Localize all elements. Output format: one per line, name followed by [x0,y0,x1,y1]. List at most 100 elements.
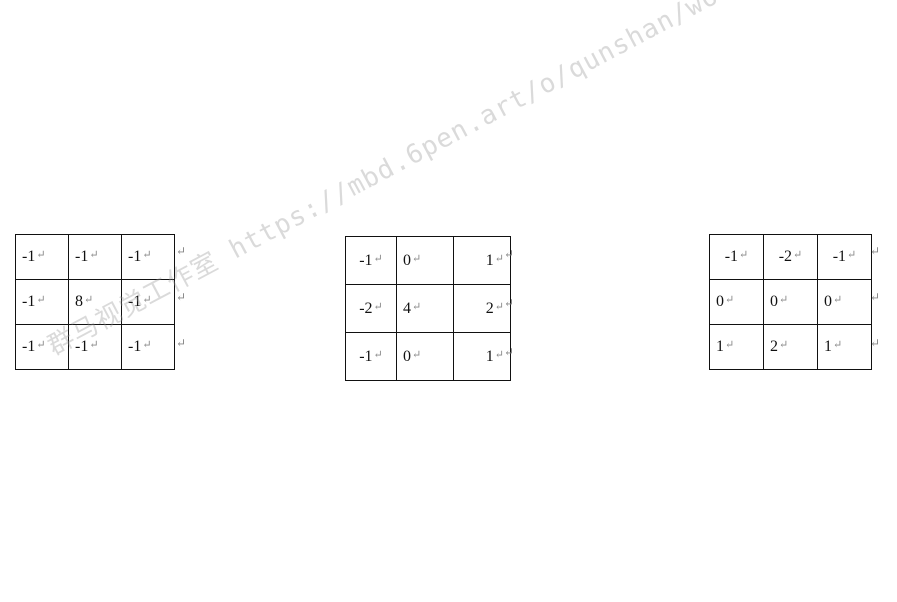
cell-value: 2 [770,338,778,355]
matrix-cell: -1↵ [68,234,122,280]
matrix-cell: -2↵ [763,234,818,280]
matrix-cell: -1↵ [709,234,764,280]
row-end-mark-icon: ↵ [870,244,881,258]
matrix-cell: 0↵ [396,236,454,285]
paragraph-mark-icon: ↵ [373,252,383,265]
cell-value: 1 [716,338,724,355]
paragraph-mark-icon: ↵ [494,348,504,361]
sobel-y-kernel-matrix: -1↵ -2↵ -1↵ 0↵ 0↵ 0↵ 1↵ 2↵ 1↵ [709,234,872,370]
cell-value: -1 [724,248,739,265]
cell-value: 0 [403,251,411,269]
matrix-row: -1↵ -2↵ -1↵ [709,234,872,280]
matrix-cell: 2↵ [763,324,818,370]
matrix-row: 1↵ 2↵ 1↵ [709,324,872,370]
paragraph-mark-icon: ↵ [412,300,422,313]
laplacian-kernel-matrix: -1↵ -1↵ -1↵ -1↵ 8↵ -1↵ -1↵ -1↵ -1↵ [15,234,175,370]
paragraph-mark-icon: ↵ [494,300,504,313]
paragraph-mark-icon: ↵ [779,294,789,306]
matrix-row: -1↵ -1↵ -1↵ [15,234,175,280]
cell-value: -1 [359,251,373,269]
paragraph-mark-icon: ↵ [142,294,152,306]
matrix-cell: 4↵ [396,284,454,333]
paragraph-mark-icon: ↵ [847,249,857,261]
paragraph-mark-icon: ↵ [36,249,46,261]
row-end-mark-icon: ↵ [870,336,881,350]
matrix-cell: 0↵ [817,279,872,325]
matrix-row: -1↵ -1↵ -1↵ [15,324,175,370]
cell-value: -2 [359,299,373,317]
matrix-cell: 1↵ [453,332,511,381]
cell-value: -1 [832,248,847,265]
matrix-cell: 1↵ [453,236,511,285]
matrix-cell: -1↵ [121,324,175,370]
cell-value: 0 [716,293,724,310]
paragraph-mark-icon: ↵ [739,249,749,261]
paragraph-mark-icon: ↵ [36,339,46,351]
cell-value: -1 [128,338,142,355]
cell-value: -1 [22,338,36,355]
cell-value: 4 [403,299,411,317]
paragraph-mark-icon: ↵ [89,249,99,261]
matrix-row: -1↵ 0↵ 1↵ [345,236,511,285]
row-end-mark-icon: ↵ [870,290,881,304]
cell-value: 2 [485,299,494,317]
cell-value: -1 [22,248,36,265]
cell-value: -1 [359,347,373,365]
matrix-cell: -1↵ [15,324,69,370]
matrix-cell: -1↵ [15,234,69,280]
cell-value: 1 [485,347,494,365]
matrix-cell: 1↵ [709,324,764,370]
paragraph-mark-icon: ↵ [89,339,99,351]
matrix-cell: -1↵ [345,332,397,381]
matrix-cell: 0↵ [709,279,764,325]
cell-value: 1 [485,251,494,269]
cell-value: -2 [778,248,793,265]
row-end-mark-icon: ↵ [176,290,187,304]
cell-value: -1 [75,248,89,265]
cell-value: 8 [75,293,83,310]
sobel-x-kernel-matrix: -1↵ 0↵ 1↵ -2↵ 4↵ 2↵ -1↵ 0↵ 1↵ [345,236,511,381]
matrix-row: -1↵ 0↵ 1↵ [345,332,511,381]
paragraph-mark-icon: ↵ [494,252,504,265]
matrix-cell: -1↵ [121,279,175,325]
cell-value: -1 [22,293,36,310]
matrix-row: -1↵ 8↵ -1↵ [15,279,175,325]
matrix-cell: -1↵ [817,234,872,280]
paragraph-mark-icon: ↵ [725,339,735,351]
matrix-cell: -1↵ [121,234,175,280]
cell-value: 0 [770,293,778,310]
cell-value: 1 [824,338,832,355]
matrix-cell: -2↵ [345,284,397,333]
paragraph-mark-icon: ↵ [779,339,789,351]
matrix-row: 0↵ 0↵ 0↵ [709,279,872,325]
matrix-cell: 8↵ [68,279,122,325]
row-end-mark-icon: ↵ [504,345,515,359]
paragraph-mark-icon: ↵ [373,300,383,313]
paragraph-mark-icon: ↵ [793,249,803,261]
row-end-mark-icon: ↵ [176,244,187,258]
matrix-row: -2↵ 4↵ 2↵ [345,284,511,333]
cell-value: -1 [128,248,142,265]
paragraph-mark-icon: ↵ [833,339,843,351]
paragraph-mark-icon: ↵ [373,348,383,361]
matrix-cell: 0↵ [396,332,454,381]
paragraph-mark-icon: ↵ [833,294,843,306]
matrix-cell: 0↵ [763,279,818,325]
paragraph-mark-icon: ↵ [36,294,46,306]
matrix-cell: -1↵ [15,279,69,325]
paragraph-mark-icon: ↵ [412,252,422,265]
paragraph-mark-icon: ↵ [84,294,94,306]
cell-value: -1 [128,293,142,310]
paragraph-mark-icon: ↵ [142,339,152,351]
row-end-mark-icon: ↵ [504,296,515,310]
matrix-cell: -1↵ [345,236,397,285]
cell-value: 0 [403,347,411,365]
row-end-mark-icon: ↵ [504,247,515,261]
cell-value: -1 [75,338,89,355]
matrix-cell: 2↵ [453,284,511,333]
matrix-cell: 1↵ [817,324,872,370]
paragraph-mark-icon: ↵ [412,348,422,361]
cell-value: 0 [824,293,832,310]
row-end-mark-icon: ↵ [176,336,187,350]
paragraph-mark-icon: ↵ [725,294,735,306]
